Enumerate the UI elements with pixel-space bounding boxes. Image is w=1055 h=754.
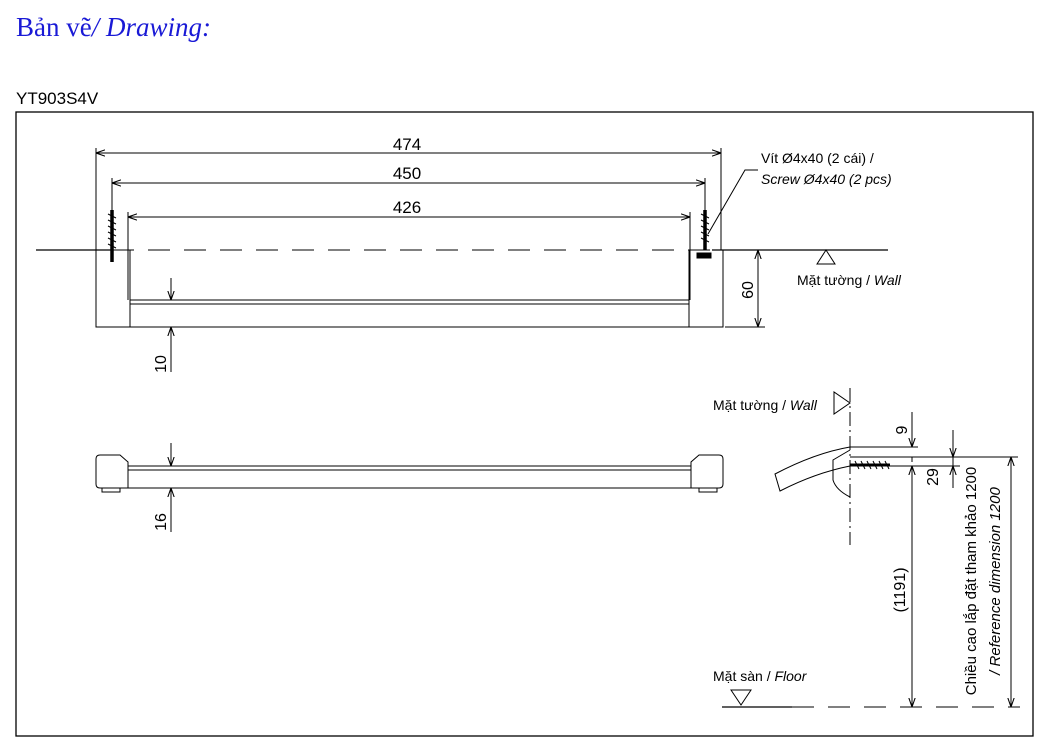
dim-16: 16: [153, 513, 170, 531]
drawing-frame: [15, 111, 1034, 737]
heading-vn: Bản vẽ: [16, 12, 92, 42]
dim-426: 426: [393, 198, 421, 217]
heading-en: / Drawing:: [91, 12, 211, 42]
floor-label-vn: Mặt sàn /: [713, 668, 774, 684]
dim-9: 9: [894, 425, 911, 434]
screw-label-vn: Vít Ø4x40 (2 cái) /: [761, 150, 874, 166]
page-heading: Bản vẽ/ Drawing:: [16, 12, 211, 43]
wall-label-side-en: Wall: [790, 397, 818, 413]
reference-label-vn: Chiều cao lắp đặt tham khảo 1200: [963, 467, 980, 696]
dim-60: 60: [740, 281, 757, 299]
wall-label-top-en: Wall: [874, 272, 902, 288]
wall-label-top-vn: Mặt tường /: [797, 272, 874, 288]
screw-label-en: Screw Ø4x40 (2 pcs): [761, 171, 892, 187]
side-view: [722, 388, 1020, 708]
model-number: YT903S4V: [16, 89, 99, 108]
front-view: [95, 443, 724, 532]
dim-10: 10: [153, 355, 170, 373]
dim-1191: (1191): [892, 567, 909, 612]
floor-label-en: Floor: [774, 668, 807, 684]
floor-label: Mặt sàn / Floor: [713, 668, 808, 684]
top-view: [36, 148, 888, 372]
wall-label-top: Mặt tường / Wall: [797, 272, 902, 288]
wall-label-side-vn: Mặt tường /: [713, 397, 790, 413]
dim-29: 29: [925, 468, 942, 486]
dim-450: 450: [393, 164, 421, 183]
reference-label-en: / Reference dimension 1200: [987, 487, 1004, 676]
dim-474: 474: [393, 135, 421, 154]
wall-label-side: Mặt tường / Wall: [713, 397, 818, 413]
